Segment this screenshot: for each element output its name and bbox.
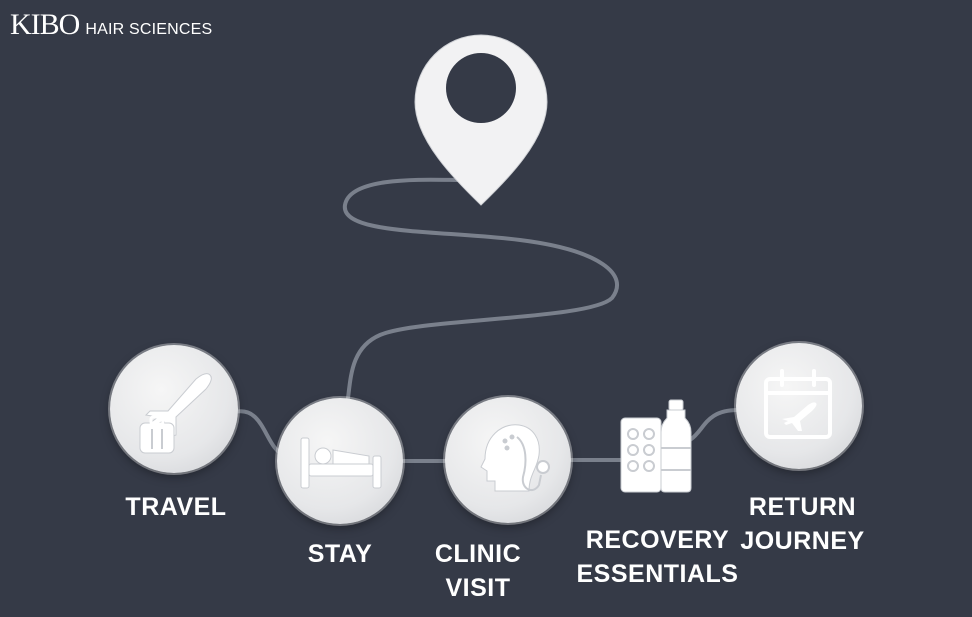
step-stay-label-line1: STAY (307, 540, 373, 568)
step-return-journey-label-line2: JOURNEY (740, 527, 865, 555)
brand-logo: KIBO HAIR SCIENCES (10, 10, 212, 40)
step-recovery-essentials-label: RECOVERY ESSENTIALS (570, 523, 745, 591)
step-travel-label: TRAVEL (106, 490, 246, 524)
step-return-journey-label-line1: RETURN (748, 493, 857, 521)
head-stethoscope-icon (480, 424, 550, 492)
step-travel-label-line1: TRAVEL (125, 493, 227, 521)
calendar-plane-icon (764, 369, 832, 439)
step-clinic-visit-label-line1: CLINIC (434, 540, 522, 568)
step-clinic-visit-label-line2: VISIT (445, 574, 511, 602)
brand-tagline: HAIR SCIENCES (85, 21, 213, 38)
step-clinic-visit-node (445, 397, 571, 523)
plane-luggage-icon (139, 373, 212, 454)
step-stay-label: STAY (270, 537, 410, 571)
step-return-journey-node (736, 343, 862, 469)
step-recovery-essentials-label-line1: RECOVERY (585, 526, 730, 554)
connector-recovery-return (688, 408, 739, 442)
route-line (342, 177, 619, 417)
brand-name: KIBO (10, 8, 80, 41)
location-pin-icon (414, 34, 548, 206)
step-clinic-visit-label: CLINIC VISIT (408, 537, 548, 605)
step-recovery-essentials-label-line2: ESSENTIALS (576, 560, 739, 588)
step-stay-node (277, 398, 403, 524)
pills-bottle-icon (620, 399, 692, 493)
step-travel-node (110, 345, 238, 473)
step-return-journey-label: RETURN JOURNEY (730, 490, 875, 558)
bed-icon (300, 437, 382, 489)
